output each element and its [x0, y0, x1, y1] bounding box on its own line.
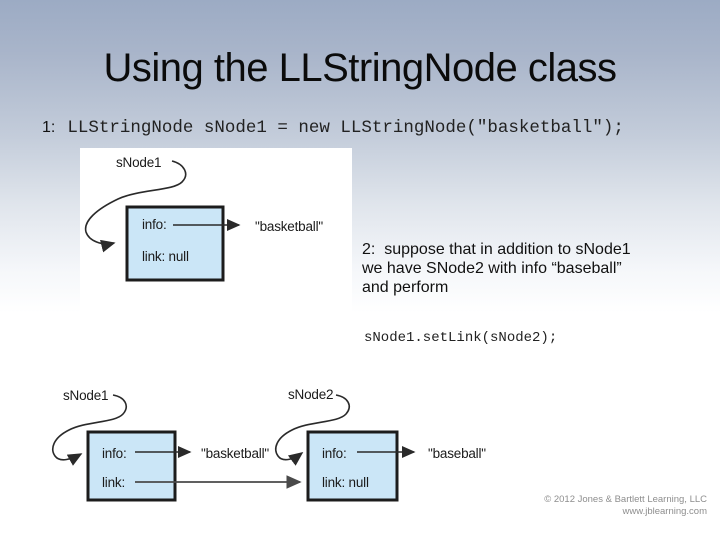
pointer-label-snode1: sNode1 — [63, 388, 108, 403]
info-label: info: — [142, 217, 167, 232]
node1-info-value: "basketball" — [201, 446, 269, 461]
pointer-arrow-node2 — [275, 394, 350, 466]
two-node-diagram: sNode1 info: "basketball" link: sNode2 i… — [52, 387, 486, 502]
step2-line1: 2: suppose that in addition to sNode1 — [362, 241, 631, 258]
pointer-arrow-node1 — [52, 394, 127, 466]
node2-box — [306, 430, 399, 502]
info-value: "basketball" — [255, 219, 323, 234]
slide-title: Using the LLStringNode class — [103, 46, 617, 90]
step2-code: sNode1.setLink(sNode2); — [364, 330, 558, 346]
step1-code: LLStringNode sNode1 = new LLStringNode("… — [67, 118, 624, 138]
step1-number: 1: — [42, 119, 56, 136]
step2-line3: and perform — [362, 279, 449, 296]
step2-text: 2: suppose that in addition to sNode1 we… — [362, 240, 631, 297]
copyright-line: © 2012 Jones & Bartlett Learning, LLC — [544, 494, 707, 505]
pointer-label-snode1: sNode1 — [116, 155, 161, 170]
node-box — [125, 205, 225, 282]
pointer-label-snode2: sNode2 — [288, 387, 333, 402]
node2-info-value: "baseball" — [428, 446, 486, 461]
node2-info-label: info: — [322, 446, 347, 461]
node1-link-label: link: — [102, 475, 125, 490]
node2-link-label: link: null — [322, 475, 369, 490]
pointer-arrow — [84, 160, 187, 253]
step1-code-line: 1: LLStringNode sNode1 = new LLStringNod… — [42, 118, 624, 138]
node1-box — [86, 430, 177, 502]
copyright-footer: © 2012 Jones & Bartlett Learning, LLC ww… — [544, 494, 707, 517]
step2-line2: we have SNode2 with info “baseball” — [362, 260, 622, 277]
website-line: www.jblearning.com — [622, 505, 707, 517]
single-node-diagram: sNode1 info: "basketball" link: null — [80, 148, 352, 314]
link-label: link: null — [142, 249, 189, 264]
node1-info-label: info: — [102, 446, 127, 461]
